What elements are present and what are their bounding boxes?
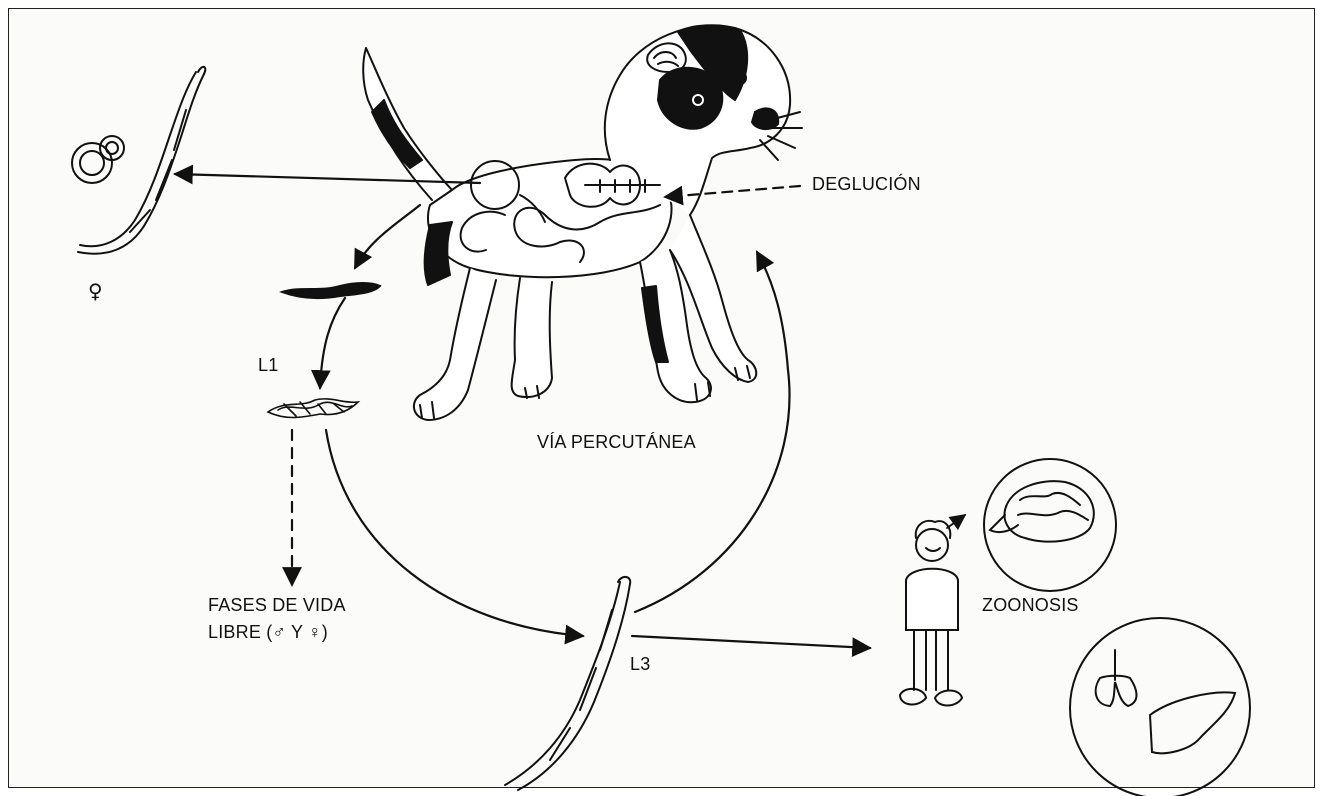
brain-inset — [984, 459, 1116, 591]
deglucion-label: DEGLUCIÓN — [812, 174, 921, 195]
third-stage-larva — [505, 577, 630, 790]
dog-illustration — [363, 25, 802, 420]
larvae-in-feces — [268, 399, 358, 418]
via-percutanea-label: VÍA PERCUTÁNEA — [537, 432, 696, 453]
human-figure — [900, 521, 962, 706]
female-symbol: ♀ — [88, 279, 103, 303]
lung-liver-inset — [1070, 618, 1250, 796]
first-stage-larva — [282, 283, 380, 298]
fases-vida-libre-line2: LIBRE (♂ Y ♀) — [208, 622, 328, 643]
l3-label: L3 — [630, 654, 650, 675]
adult-female-worm — [72, 67, 205, 254]
l1-label: L1 — [258, 355, 278, 376]
fases-vida-libre-line1: FASES DE VIDA — [208, 595, 346, 616]
zoonosis-label: ZOONOSIS — [982, 595, 1079, 616]
